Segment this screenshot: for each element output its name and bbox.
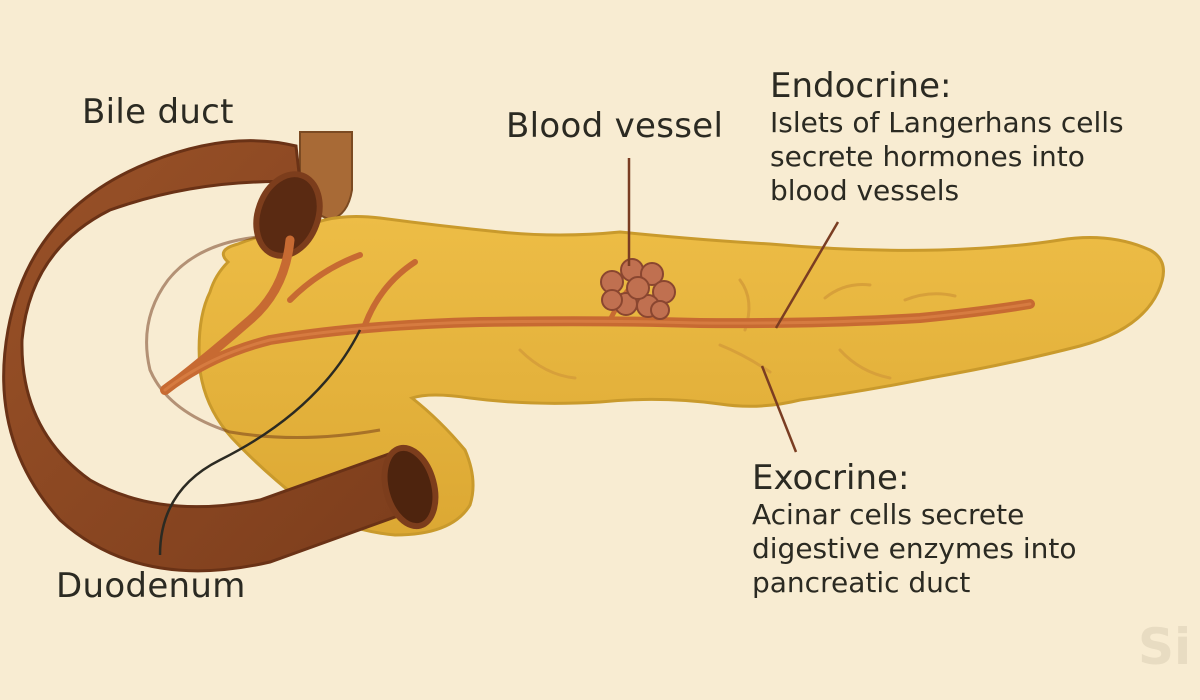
exocrine-callout: Exocrine: Acinar cells secrete digestive… <box>752 458 1076 600</box>
exocrine-heading: Exocrine: <box>752 458 910 498</box>
duodenum-leader <box>158 329 362 556</box>
blood-vessel-label: Blood vessel <box>506 106 724 146</box>
exocrine-description: Acinar cells secrete digestive enzymes i… <box>752 498 1077 599</box>
exocrine-leader <box>760 365 798 453</box>
duodenum-label: Duodenum <box>56 566 246 606</box>
endocrine-heading: Endocrine: <box>770 66 952 106</box>
duodenum-upper-opening <box>253 171 323 259</box>
duodenum-lower-opening <box>381 444 439 530</box>
lobule-lines <box>518 278 957 380</box>
endocrine-leader <box>774 221 840 329</box>
watermark-logo: Si <box>1138 618 1192 676</box>
islet-cluster <box>600 258 676 320</box>
pancreatic-duct <box>160 235 1035 395</box>
endocrine-description: Islets of Langerhans cells secrete hormo… <box>770 106 1124 207</box>
endocrine-callout: Endocrine: Islets of Langerhans cells se… <box>770 66 1124 208</box>
leader-lines <box>627 158 840 453</box>
duodenum-inner-curve <box>145 234 381 440</box>
duodenum <box>2 139 422 573</box>
bile-duct-label: Bile duct <box>82 92 234 132</box>
